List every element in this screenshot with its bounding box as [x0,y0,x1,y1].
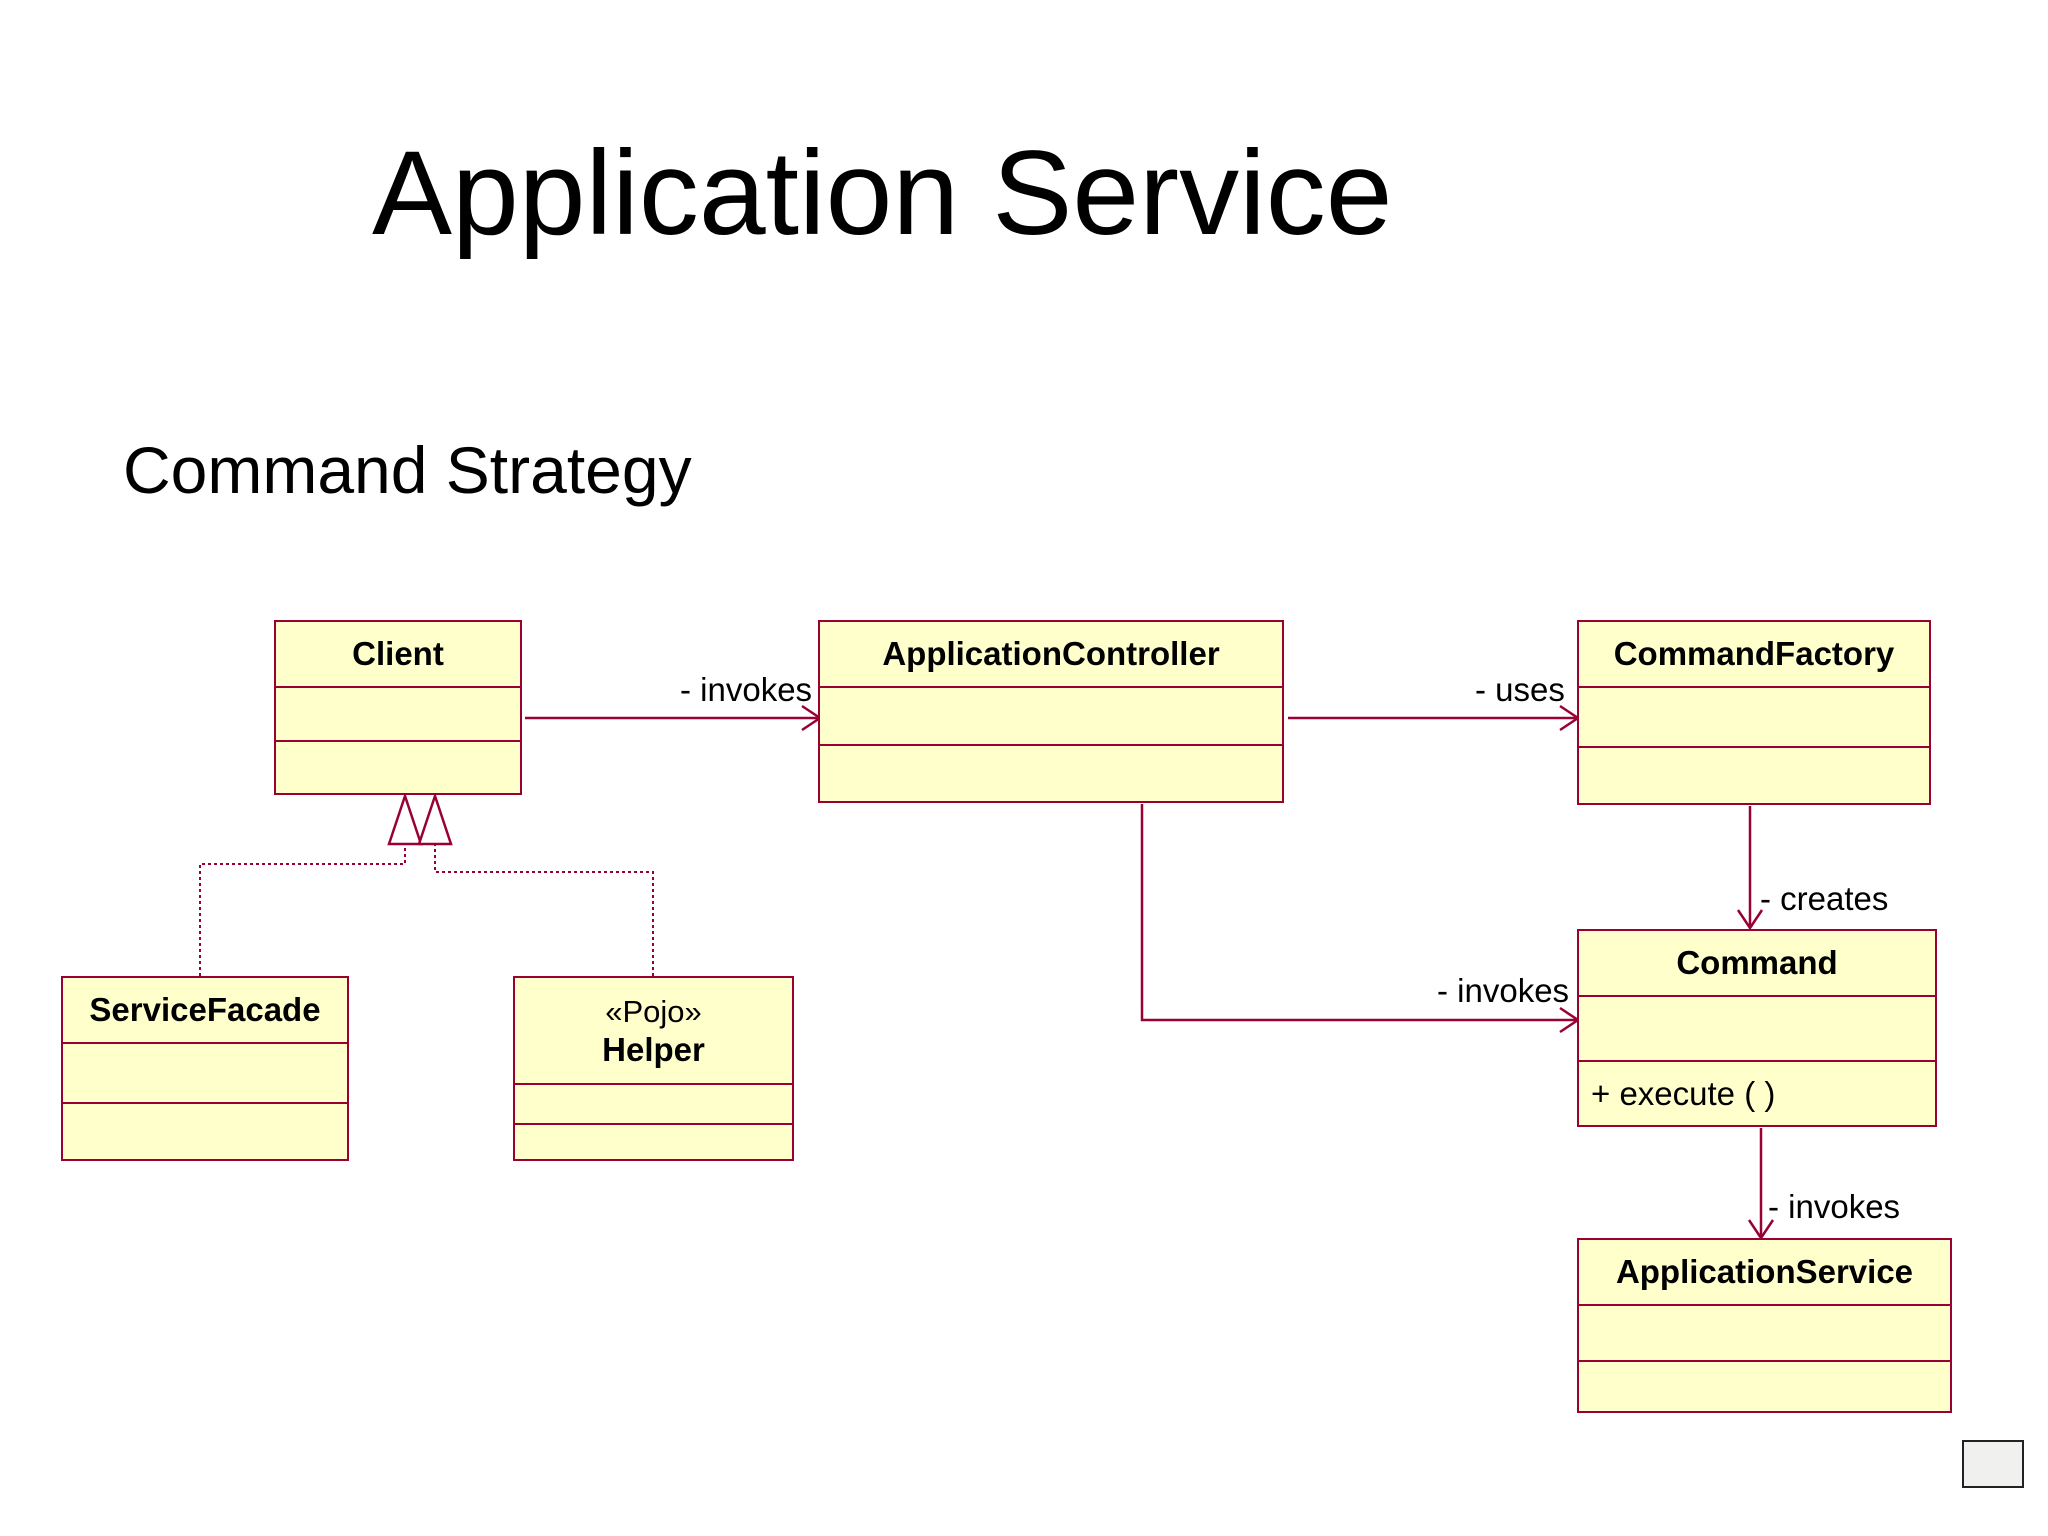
class-application-controller-name: ApplicationController [882,635,1220,672]
realization-arrowhead-left [387,792,423,846]
class-service-facade-attributes [63,1044,347,1104]
class-client-operations [276,742,520,793]
class-application-service-name: ApplicationService [1615,1253,1914,1290]
edge-label-client-invokes: - invokes [680,671,813,708]
class-command-factory-name-compartment: CommandFactory [1579,622,1929,688]
class-helper-attributes [515,1085,792,1125]
class-helper-name-compartment: «Pojo» Helper [515,978,792,1085]
class-command-name-compartment: Command [1579,931,1935,997]
class-command-factory-name: CommandFactory [1613,635,1895,672]
class-command-factory-operations [1579,748,1929,803]
class-application-service-name-compartment: ApplicationService [1579,1240,1950,1306]
class-service-facade[interactable]: ServiceFacade [61,976,349,1161]
class-application-controller[interactable]: ApplicationController [818,620,1284,803]
edge-label-uses: - uses [1475,671,1565,708]
realization-arrowhead-right [417,792,453,846]
class-command-name: Command [1676,944,1838,981]
class-command-factory[interactable]: CommandFactory [1577,620,1931,805]
class-helper[interactable]: «Pojo» Helper [513,976,794,1161]
edge-factory-creates-command [1736,806,1764,931]
class-application-controller-operations [820,746,1282,801]
class-application-controller-name-compartment: ApplicationController [820,622,1282,688]
edge-controller-uses-factory [1288,704,1581,732]
edge-client-invokes-controller [525,704,823,732]
slide-subtitle: Command Strategy [123,433,692,507]
class-client-attributes [276,688,520,742]
class-application-service[interactable]: ApplicationService [1577,1238,1952,1413]
class-client-name-compartment: Client [276,622,520,688]
class-application-service-operations [1579,1362,1950,1411]
class-helper-name: Helper [602,1030,705,1068]
class-service-facade-name: ServiceFacade [89,991,321,1028]
slide-corner-box [1962,1440,2024,1488]
class-service-facade-name-compartment: ServiceFacade [63,978,347,1044]
class-helper-operations [515,1125,792,1159]
edge-label-creates: - creates [1760,880,1889,917]
edge-servicefacade-realizes-client [199,844,406,976]
class-service-facade-operations [63,1104,347,1159]
class-command-attributes [1579,997,1935,1062]
class-command[interactable]: Command + execute ( ) [1577,929,1937,1127]
slide-title: Application Service [372,126,1393,260]
class-helper-stereotype: «Pojo» [605,993,702,1029]
class-application-service-attributes [1579,1306,1950,1362]
edge-label-command-invokes: - invokes [1768,1188,1901,1225]
edge-label-controller-invokes: - invokes [1437,972,1570,1009]
class-application-controller-attributes [820,688,1282,746]
class-client[interactable]: Client [274,620,522,795]
class-command-factory-attributes [1579,688,1929,748]
class-command-operation-execute: + execute ( ) [1591,1074,1776,1112]
class-client-name: Client [352,635,444,672]
edge-helper-realizes-client [434,844,654,976]
